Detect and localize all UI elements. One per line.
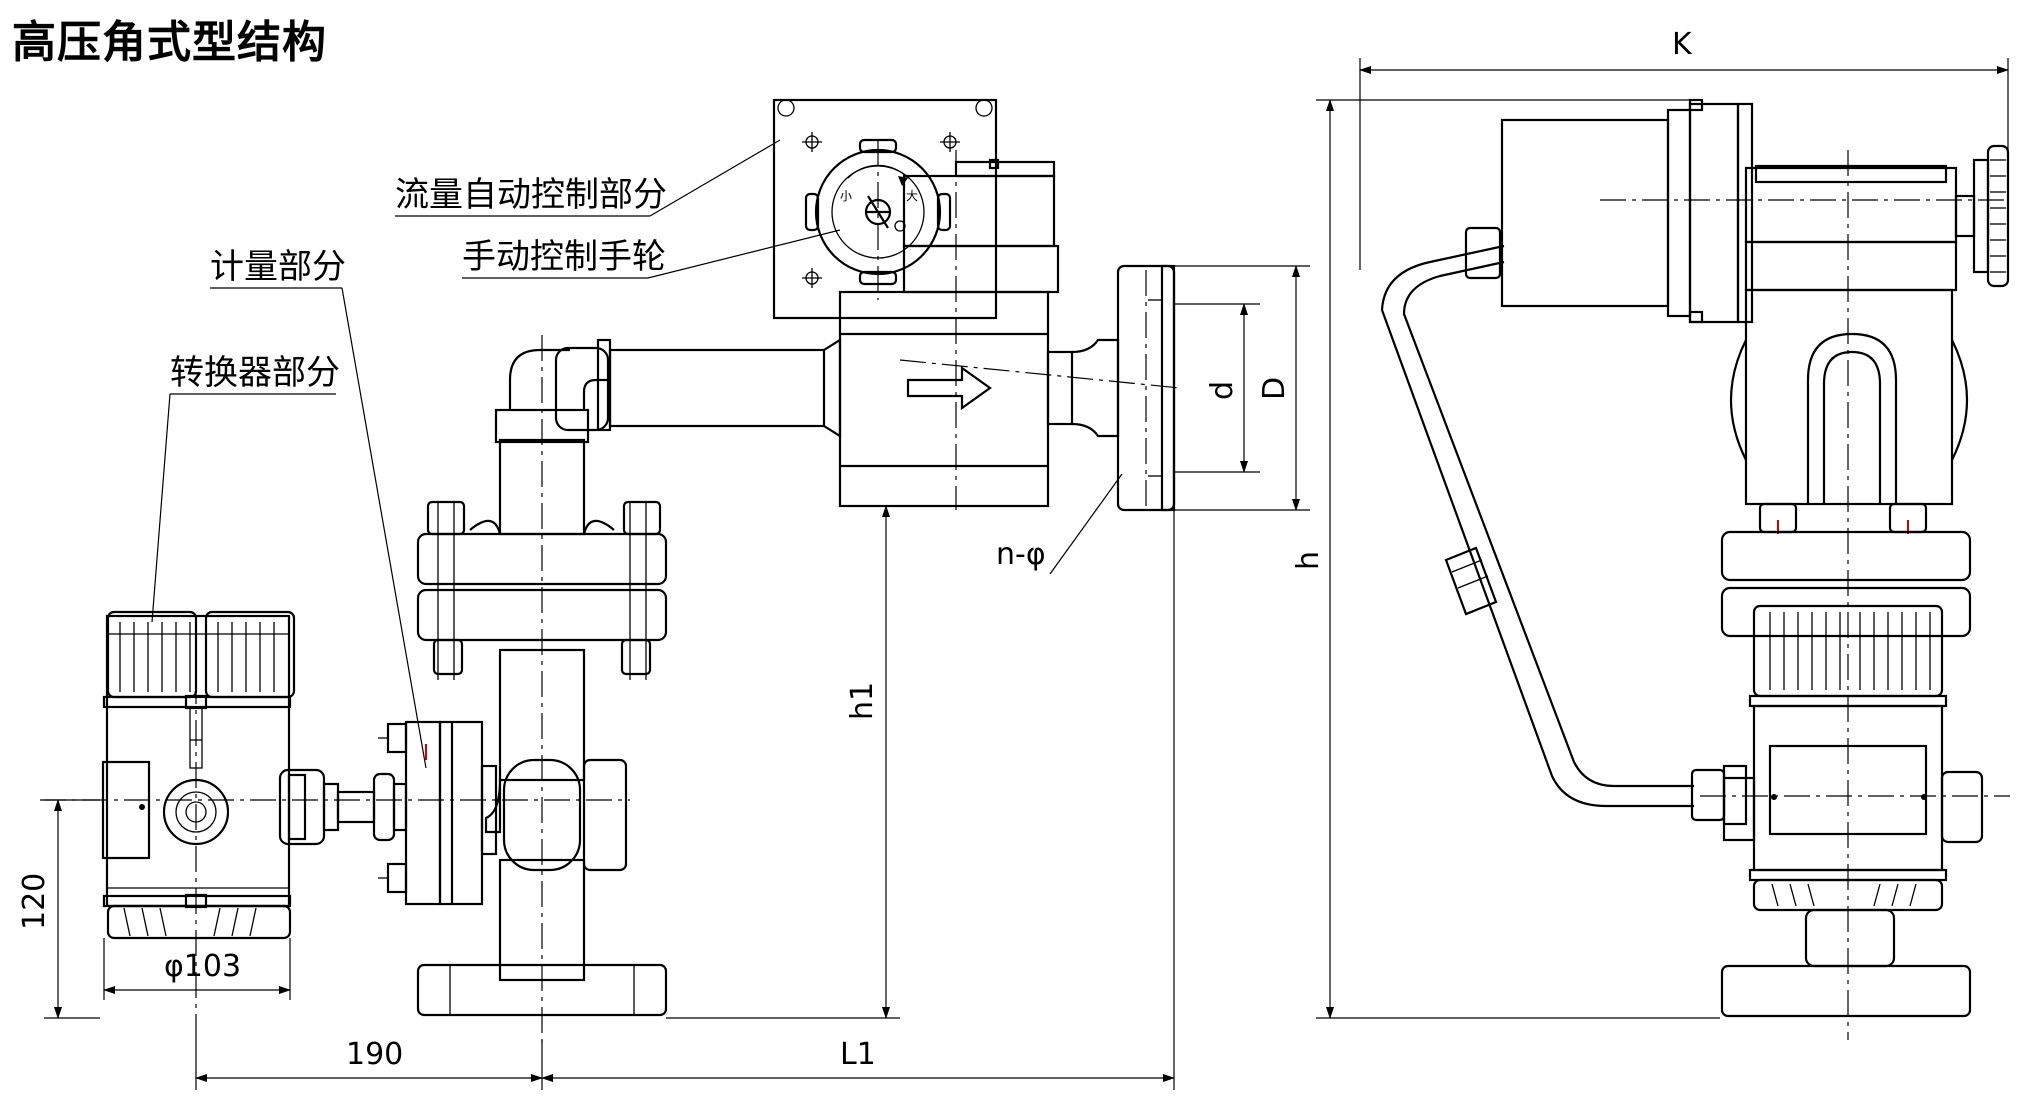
label-handwheel: 手动控制手轮	[462, 237, 666, 277]
front-dimensions	[44, 265, 1310, 1090]
dim-K: K	[1672, 27, 1693, 62]
dial-mark-large: 大	[906, 189, 918, 203]
page-title: 高压角式型结构	[12, 17, 327, 68]
meter-body-riser	[416, 338, 842, 1017]
dim-120: 120	[17, 873, 52, 930]
metering-flange	[378, 720, 498, 906]
flow-control-actuator: 小 大	[772, 98, 1060, 320]
label-converter: 转换器部分	[170, 353, 340, 393]
front-center-lines	[40, 140, 1181, 1045]
side-view	[1316, 58, 2010, 1040]
front-view: 小 大	[40, 98, 1310, 1090]
label-leaders	[151, 139, 1123, 769]
label-metering: 计量部分	[210, 247, 346, 287]
dim-190: 190	[346, 1037, 403, 1072]
dim-D: D	[1257, 377, 1292, 400]
dial-mark-small: 小	[840, 189, 852, 203]
label-flow-control: 流量自动控制部分	[395, 175, 667, 215]
dim-d: d	[1205, 381, 1240, 400]
dim-h: h	[1291, 551, 1326, 570]
dim-L1: L1	[840, 1037, 876, 1072]
converter-body	[101, 610, 296, 940]
dim-n-phi: n-φ	[996, 537, 1046, 572]
dim-h1: h1	[845, 682, 880, 720]
dim-phi-103: φ103	[164, 949, 241, 984]
converter-connector	[278, 768, 408, 846]
valve-body	[838, 264, 1176, 512]
flow-arrow-icon	[906, 365, 992, 411]
